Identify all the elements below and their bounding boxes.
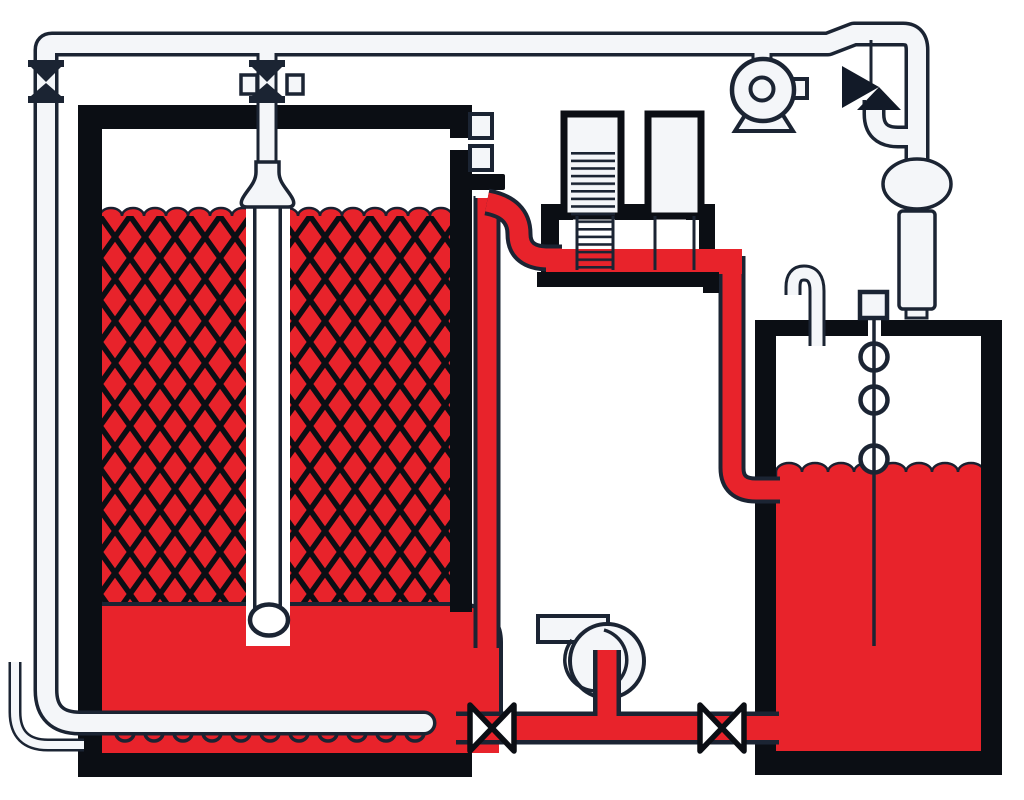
left-tank-wall-right-upper (450, 105, 472, 138)
gland-square-right (285, 73, 305, 96)
bell-funnel (239, 160, 296, 209)
draft-tube-mouth (247, 602, 291, 638)
hook-vent-pipe (787, 267, 823, 346)
bottom-valve-left (467, 702, 517, 754)
tray-liquid (546, 249, 742, 274)
riser-gap (475, 189, 499, 198)
nozzle-square-lower (468, 144, 494, 172)
left-tank-wall-right (450, 150, 472, 612)
trap-cylinder (897, 209, 937, 311)
tray-bottom (537, 272, 719, 287)
level-gauge (857, 289, 890, 646)
downcomer-liquid (722, 256, 780, 500)
gate-valve-top-left (28, 60, 64, 103)
plain-column-lower-edges (653, 216, 696, 270)
right-tank-wall-right (981, 320, 1002, 775)
heater-unit (469, 110, 780, 648)
right-tank-wall-bottom (755, 751, 1002, 775)
left-tank-wall-left (78, 105, 102, 777)
sparger-nozzles (114, 732, 426, 743)
expansion-bulb (881, 157, 953, 211)
check-valve (842, 40, 901, 110)
tray-bottom-notch (703, 283, 719, 293)
blower-hub (748, 75, 776, 103)
striped-column-lower-edges (575, 216, 615, 270)
striped-column-fins-lower (577, 216, 613, 270)
plain-column (644, 110, 705, 220)
level-sensor-box (857, 289, 890, 321)
striped-column-fins (571, 150, 615, 216)
main-loop-pipe (37, 25, 926, 732)
gas-trap (881, 157, 953, 320)
right-tank (755, 264, 1002, 775)
right-tank-liquid (776, 484, 984, 757)
riser-cap (469, 174, 505, 190)
left-tank-wall-bottom (78, 753, 472, 777)
nozzle-square-upper (468, 112, 494, 140)
outer-bottom-pipe (11, 662, 84, 749)
bottom-transfer-line (456, 614, 779, 754)
bottom-valve-right (697, 702, 747, 754)
check-elbow-pipe (866, 100, 912, 145)
draft-tube-assembly (114, 160, 426, 743)
blower (729, 56, 809, 133)
right-tank-wall-left (755, 320, 776, 775)
gland-square-left (239, 73, 259, 96)
feed-sbend-liquid (484, 192, 562, 268)
centrifugal-pump (536, 614, 646, 700)
gate-valve-top-center (239, 60, 305, 103)
